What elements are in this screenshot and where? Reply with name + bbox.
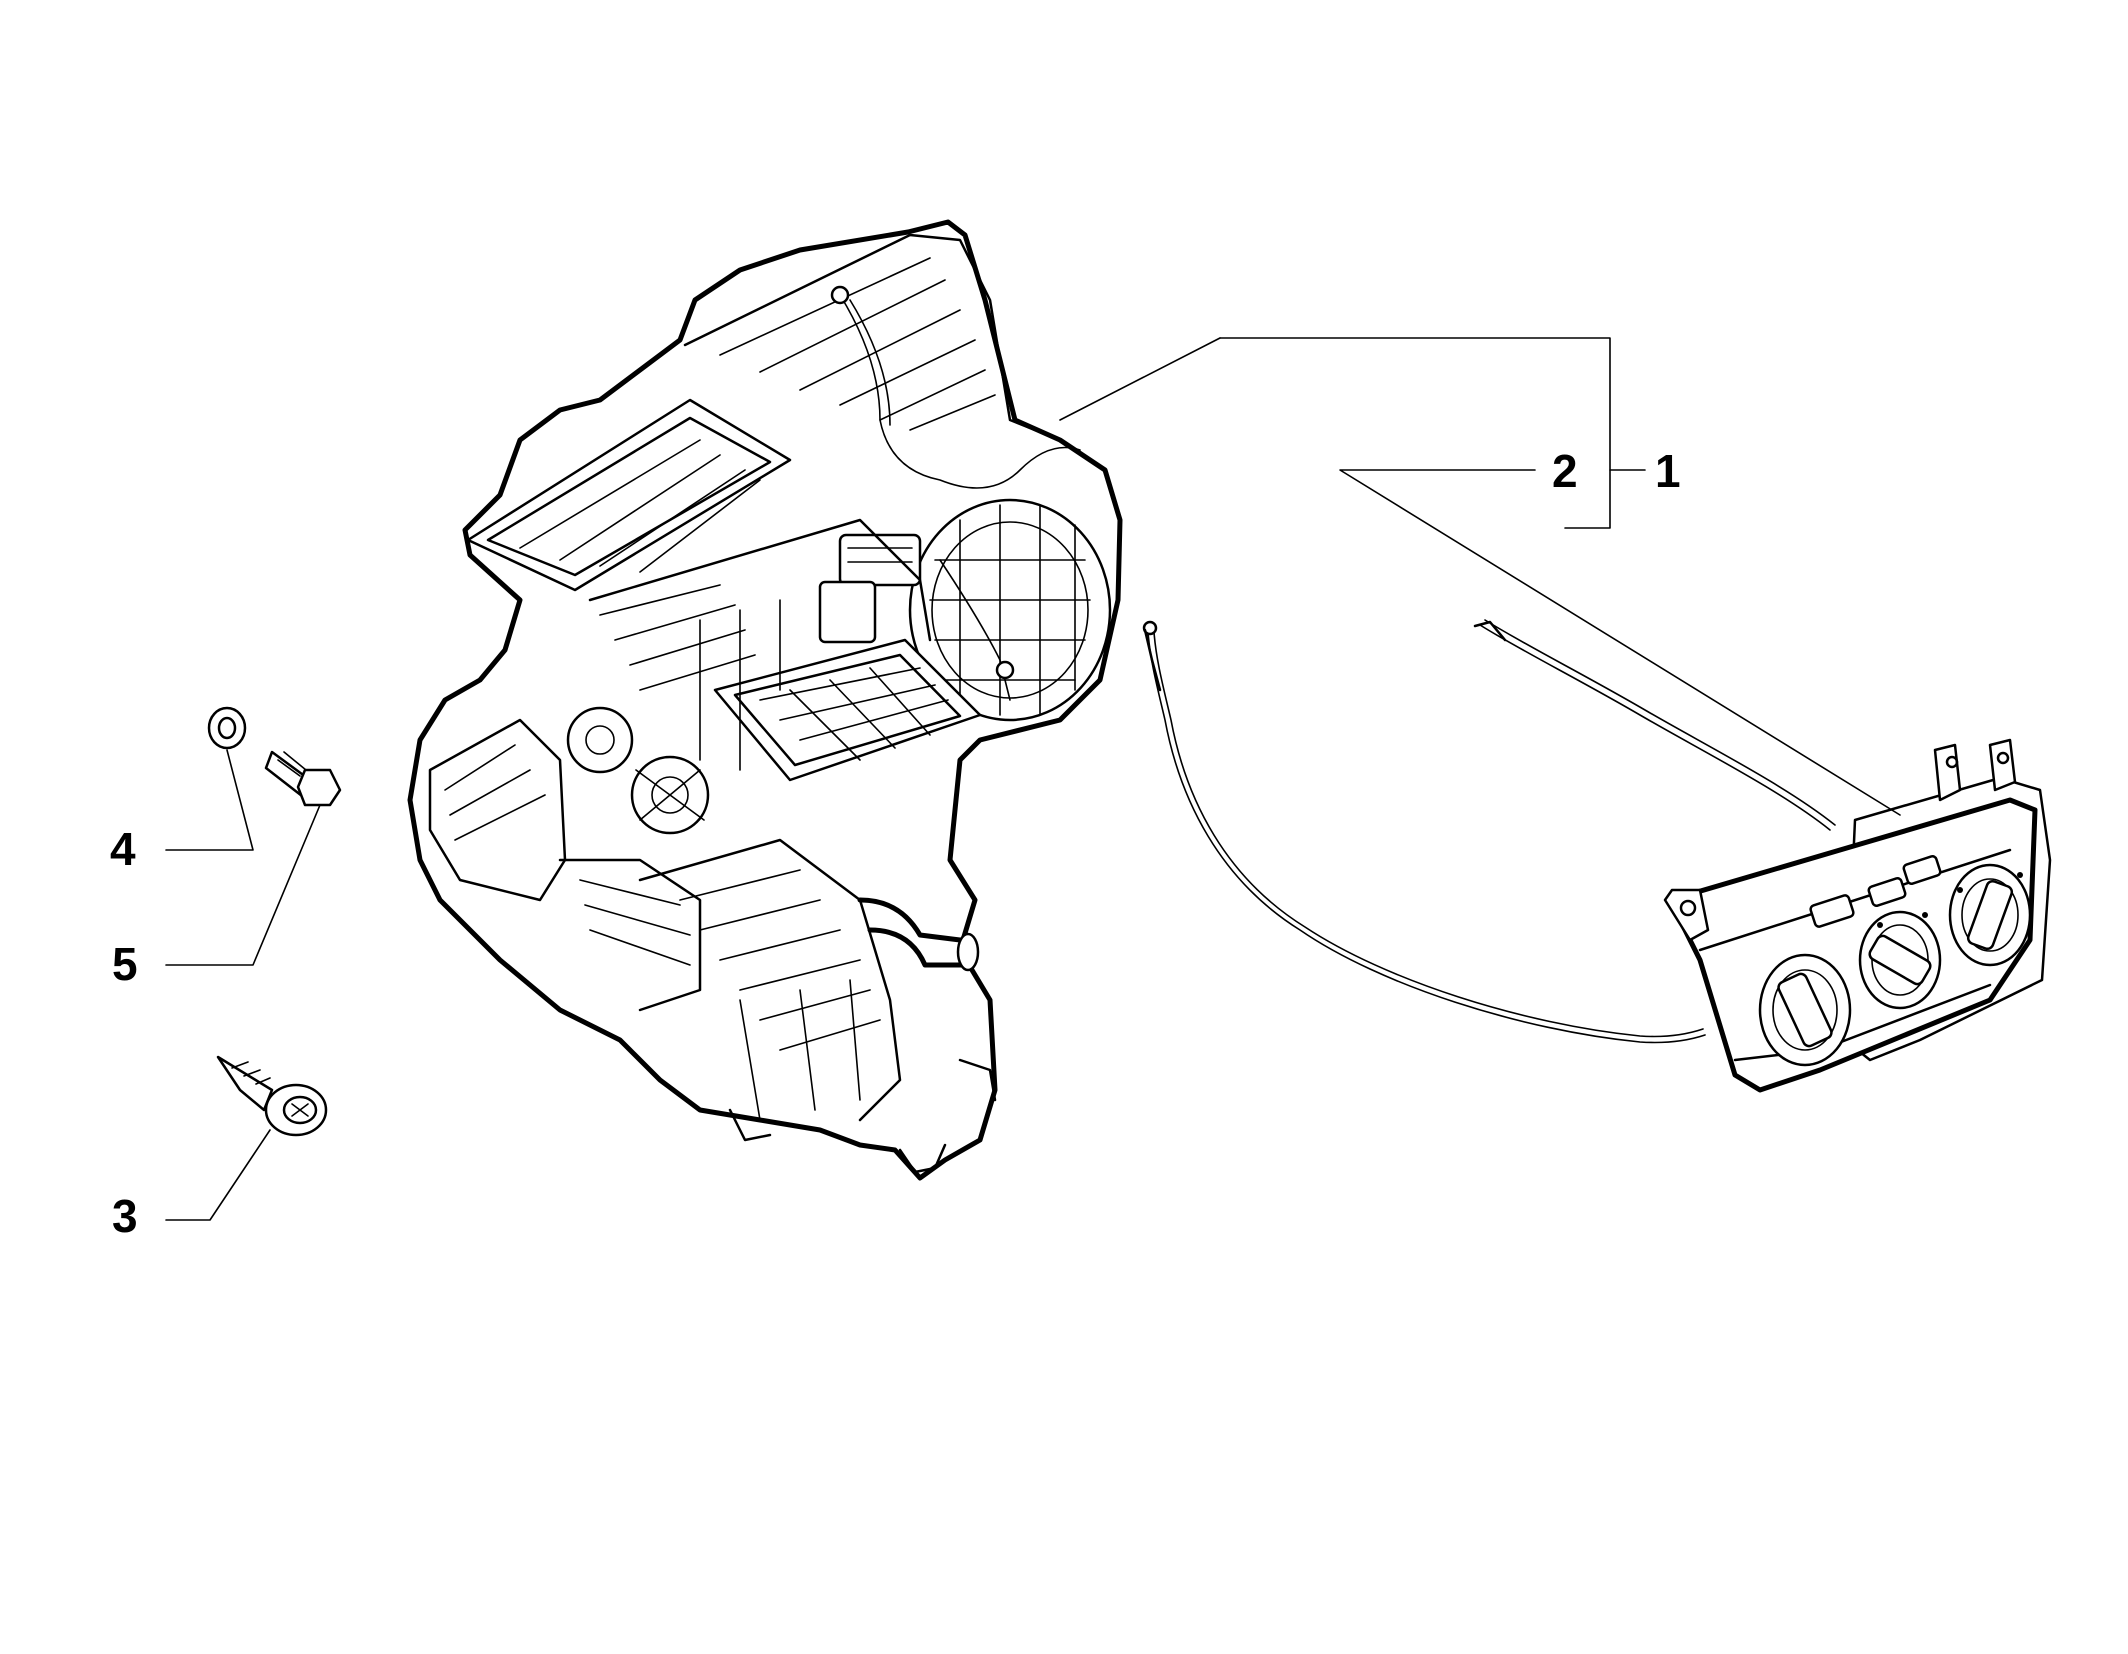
control-cables: [1142, 619, 1836, 1044]
callout-4: 4: [110, 823, 136, 875]
climate-control-panel: [1663, 738, 2052, 1093]
self-tapping-screw-part: [216, 1055, 328, 1137]
callout-5: 5: [112, 938, 138, 990]
callout-1: 1: [1655, 445, 1681, 497]
callout-3: 3: [112, 1190, 138, 1242]
washer-part: [207, 706, 247, 750]
leader-lines: [165, 337, 1901, 1221]
callout-2: 2: [1552, 445, 1578, 497]
hex-bolt-part: [264, 750, 342, 807]
hvac-housing-assembly: [407, 219, 1123, 1181]
